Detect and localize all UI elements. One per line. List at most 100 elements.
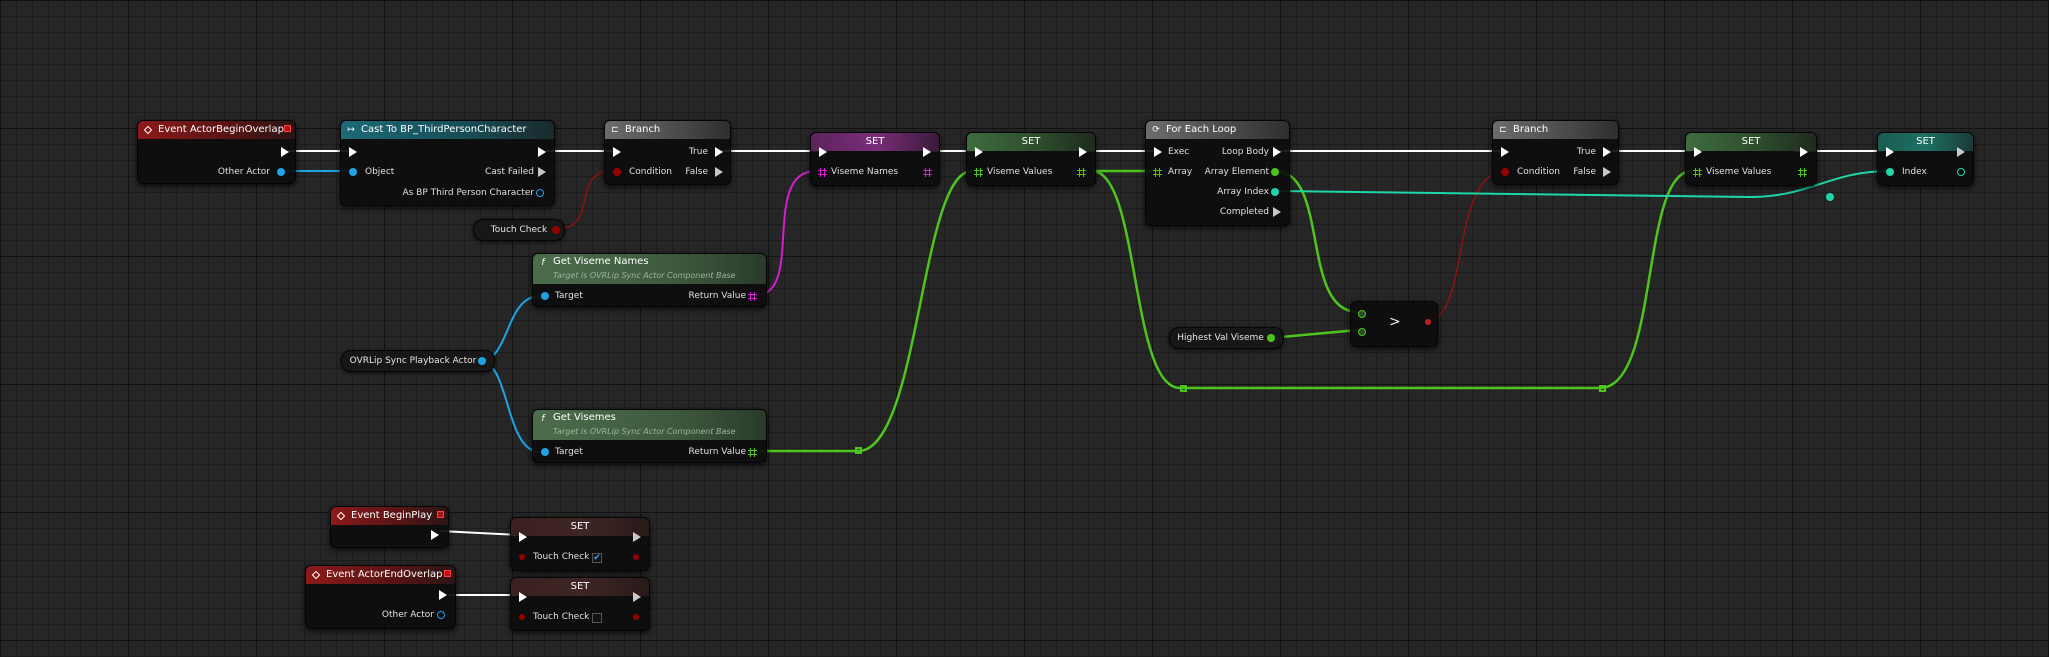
integer-out-pin[interactable]	[1271, 188, 1279, 196]
set-viseme-values-node[interactable]: SET Viseme Values	[1685, 132, 1817, 186]
exec-in-pin[interactable]	[1154, 147, 1162, 157]
reroute-knot[interactable]	[1826, 193, 1834, 201]
exec-out-pin[interactable]	[1603, 167, 1611, 177]
exec-in-pin[interactable]	[975, 147, 983, 157]
exec-out-pin[interactable]	[1273, 147, 1281, 157]
exec-in-pin[interactable]	[519, 532, 527, 542]
float-in-pin[interactable]	[1358, 328, 1366, 336]
exec-out-pin[interactable]	[431, 530, 439, 540]
exec-in-pin[interactable]	[349, 147, 357, 157]
exec-out-pin[interactable]	[439, 590, 447, 600]
get-visemes-node[interactable]: f Get Visemes Target is OVRLip Sync Acto…	[532, 409, 767, 463]
for-each-loop-node[interactable]: ⟳ For Each Loop Exec Loop Body Array Arr…	[1145, 120, 1290, 226]
ovr-lip-sync-playback-actor-getter[interactable]: OVRLip Sync Playback Actor	[341, 350, 495, 372]
name-array-out-pin[interactable]	[923, 168, 932, 177]
exec-out-pin[interactable]	[923, 147, 931, 157]
pin-label: Array Index	[1217, 187, 1269, 197]
float-out-pin[interactable]	[1267, 334, 1275, 342]
exec-out-pin[interactable]	[1273, 207, 1281, 217]
touch-check-checkbox[interactable]: ✔	[592, 553, 602, 563]
name-array-out-pin[interactable]	[748, 292, 757, 301]
exec-out-pin[interactable]	[633, 532, 641, 542]
cast-to-node[interactable]: ↦ Cast To BP_ThirdPersonCharacter Object…	[340, 120, 555, 206]
pin-label: False	[685, 167, 708, 177]
name-array-in-pin[interactable]	[818, 168, 827, 177]
node-header: Event BeginPlay	[331, 507, 448, 525]
set-touch-check-node[interactable]: SET Touch Check ✔	[510, 517, 650, 571]
delegate-pin-icon[interactable]	[437, 511, 444, 518]
boolean-out-pin[interactable]	[633, 554, 639, 560]
object-in-pin[interactable]	[349, 168, 357, 176]
integer-in-pin[interactable]	[1886, 168, 1894, 176]
float-out-pin[interactable]	[1271, 168, 1279, 176]
exec-out-pin[interactable]	[633, 592, 641, 602]
float-array-out-pin[interactable]	[1798, 168, 1807, 177]
node-title: Cast To BP_ThirdPersonCharacter	[361, 124, 527, 135]
exec-out-pin[interactable]	[1079, 147, 1087, 157]
exec-out-pin[interactable]	[715, 147, 723, 157]
reroute-knot[interactable]	[1180, 385, 1187, 392]
exec-out-pin[interactable]	[1800, 147, 1808, 157]
touch-check-getter-node[interactable]: Touch Check	[473, 219, 565, 241]
reroute-knot[interactable]	[1599, 385, 1606, 392]
exec-out-pin[interactable]	[715, 167, 723, 177]
get-viseme-names-node[interactable]: f Get Viseme Names Target is OVRLip Sync…	[532, 253, 767, 307]
object-out-pin[interactable]	[277, 168, 285, 176]
event-diamond-icon	[143, 125, 153, 135]
exec-in-pin[interactable]	[1694, 147, 1702, 157]
object-in-pin[interactable]	[541, 292, 549, 300]
set-index-node[interactable]: SET Index	[1877, 132, 1974, 186]
node-header: ⊏ Branch	[1493, 121, 1618, 139]
boolean-in-pin[interactable]	[613, 168, 621, 176]
greater-than-node[interactable]: >	[1350, 301, 1438, 347]
float-array-in-pin[interactable]	[974, 168, 983, 177]
branch-node[interactable]: ⊏ Branch True Condition False	[604, 120, 731, 185]
object-out-pin[interactable]	[437, 611, 445, 619]
exec-out-pin[interactable]	[1957, 147, 1965, 157]
exec-in-pin[interactable]	[1886, 147, 1894, 157]
boolean-in-pin[interactable]	[519, 614, 525, 620]
node-title: SET	[1021, 136, 1041, 147]
set-viseme-values-node[interactable]: SET Viseme Values	[966, 132, 1096, 186]
reroute-knot[interactable]	[855, 447, 862, 454]
delegate-pin-icon[interactable]	[444, 570, 451, 577]
touch-check-checkbox[interactable]	[592, 613, 602, 623]
exec-out-pin[interactable]	[538, 167, 546, 177]
set-touch-check-node[interactable]: SET Touch Check	[510, 577, 650, 631]
node-title: Event BeginPlay	[351, 510, 433, 521]
boolean-in-pin[interactable]	[519, 554, 525, 560]
float-in-pin[interactable]	[1358, 310, 1366, 318]
branch-node[interactable]: ⊏ Branch True Condition False	[1492, 120, 1619, 185]
event-actor-begin-overlap-node[interactable]: Event ActorBeginOverlap Other Actor	[137, 120, 296, 184]
float-array-out-pin[interactable]	[1077, 168, 1086, 177]
integer-out-pin[interactable]	[1957, 168, 1965, 176]
pin-label: Condition	[1517, 167, 1560, 177]
boolean-out-pin[interactable]	[633, 614, 639, 620]
exec-in-pin[interactable]	[819, 147, 827, 157]
exec-in-pin[interactable]	[1501, 147, 1509, 157]
delegate-pin-icon[interactable]	[284, 125, 291, 132]
boolean-out-pin[interactable]	[552, 226, 560, 234]
variable-label: OVRLip Sync Playback Actor	[349, 356, 477, 366]
event-actor-end-overlap-node[interactable]: Event ActorEndOverlap Other Actor	[305, 565, 456, 629]
boolean-in-pin[interactable]	[1501, 168, 1509, 176]
float-wire	[1269, 328, 1359, 340]
exec-out-pin[interactable]	[281, 147, 289, 157]
object-wire	[479, 360, 541, 453]
exec-out-pin[interactable]	[1603, 147, 1611, 157]
set-viseme-names-node[interactable]: SET Viseme Names	[810, 132, 940, 186]
boolean-out-pin[interactable]	[1425, 319, 1431, 325]
highest-val-viseme-getter[interactable]: Highest Val Viseme	[1169, 327, 1284, 349]
object-in-pin[interactable]	[541, 448, 549, 456]
float-array-in-pin[interactable]	[1153, 168, 1162, 177]
float-array-in-pin[interactable]	[1693, 168, 1702, 177]
object-out-pin[interactable]	[536, 189, 544, 197]
exec-in-pin[interactable]	[613, 147, 621, 157]
float-array-out-pin[interactable]	[748, 448, 757, 457]
pin-label: Other Actor	[217, 167, 270, 177]
exec-out-pin[interactable]	[538, 147, 546, 157]
exec-in-pin[interactable]	[519, 592, 527, 602]
object-out-pin[interactable]	[478, 357, 486, 365]
event-begin-play-node[interactable]: Event BeginPlay	[330, 506, 449, 548]
